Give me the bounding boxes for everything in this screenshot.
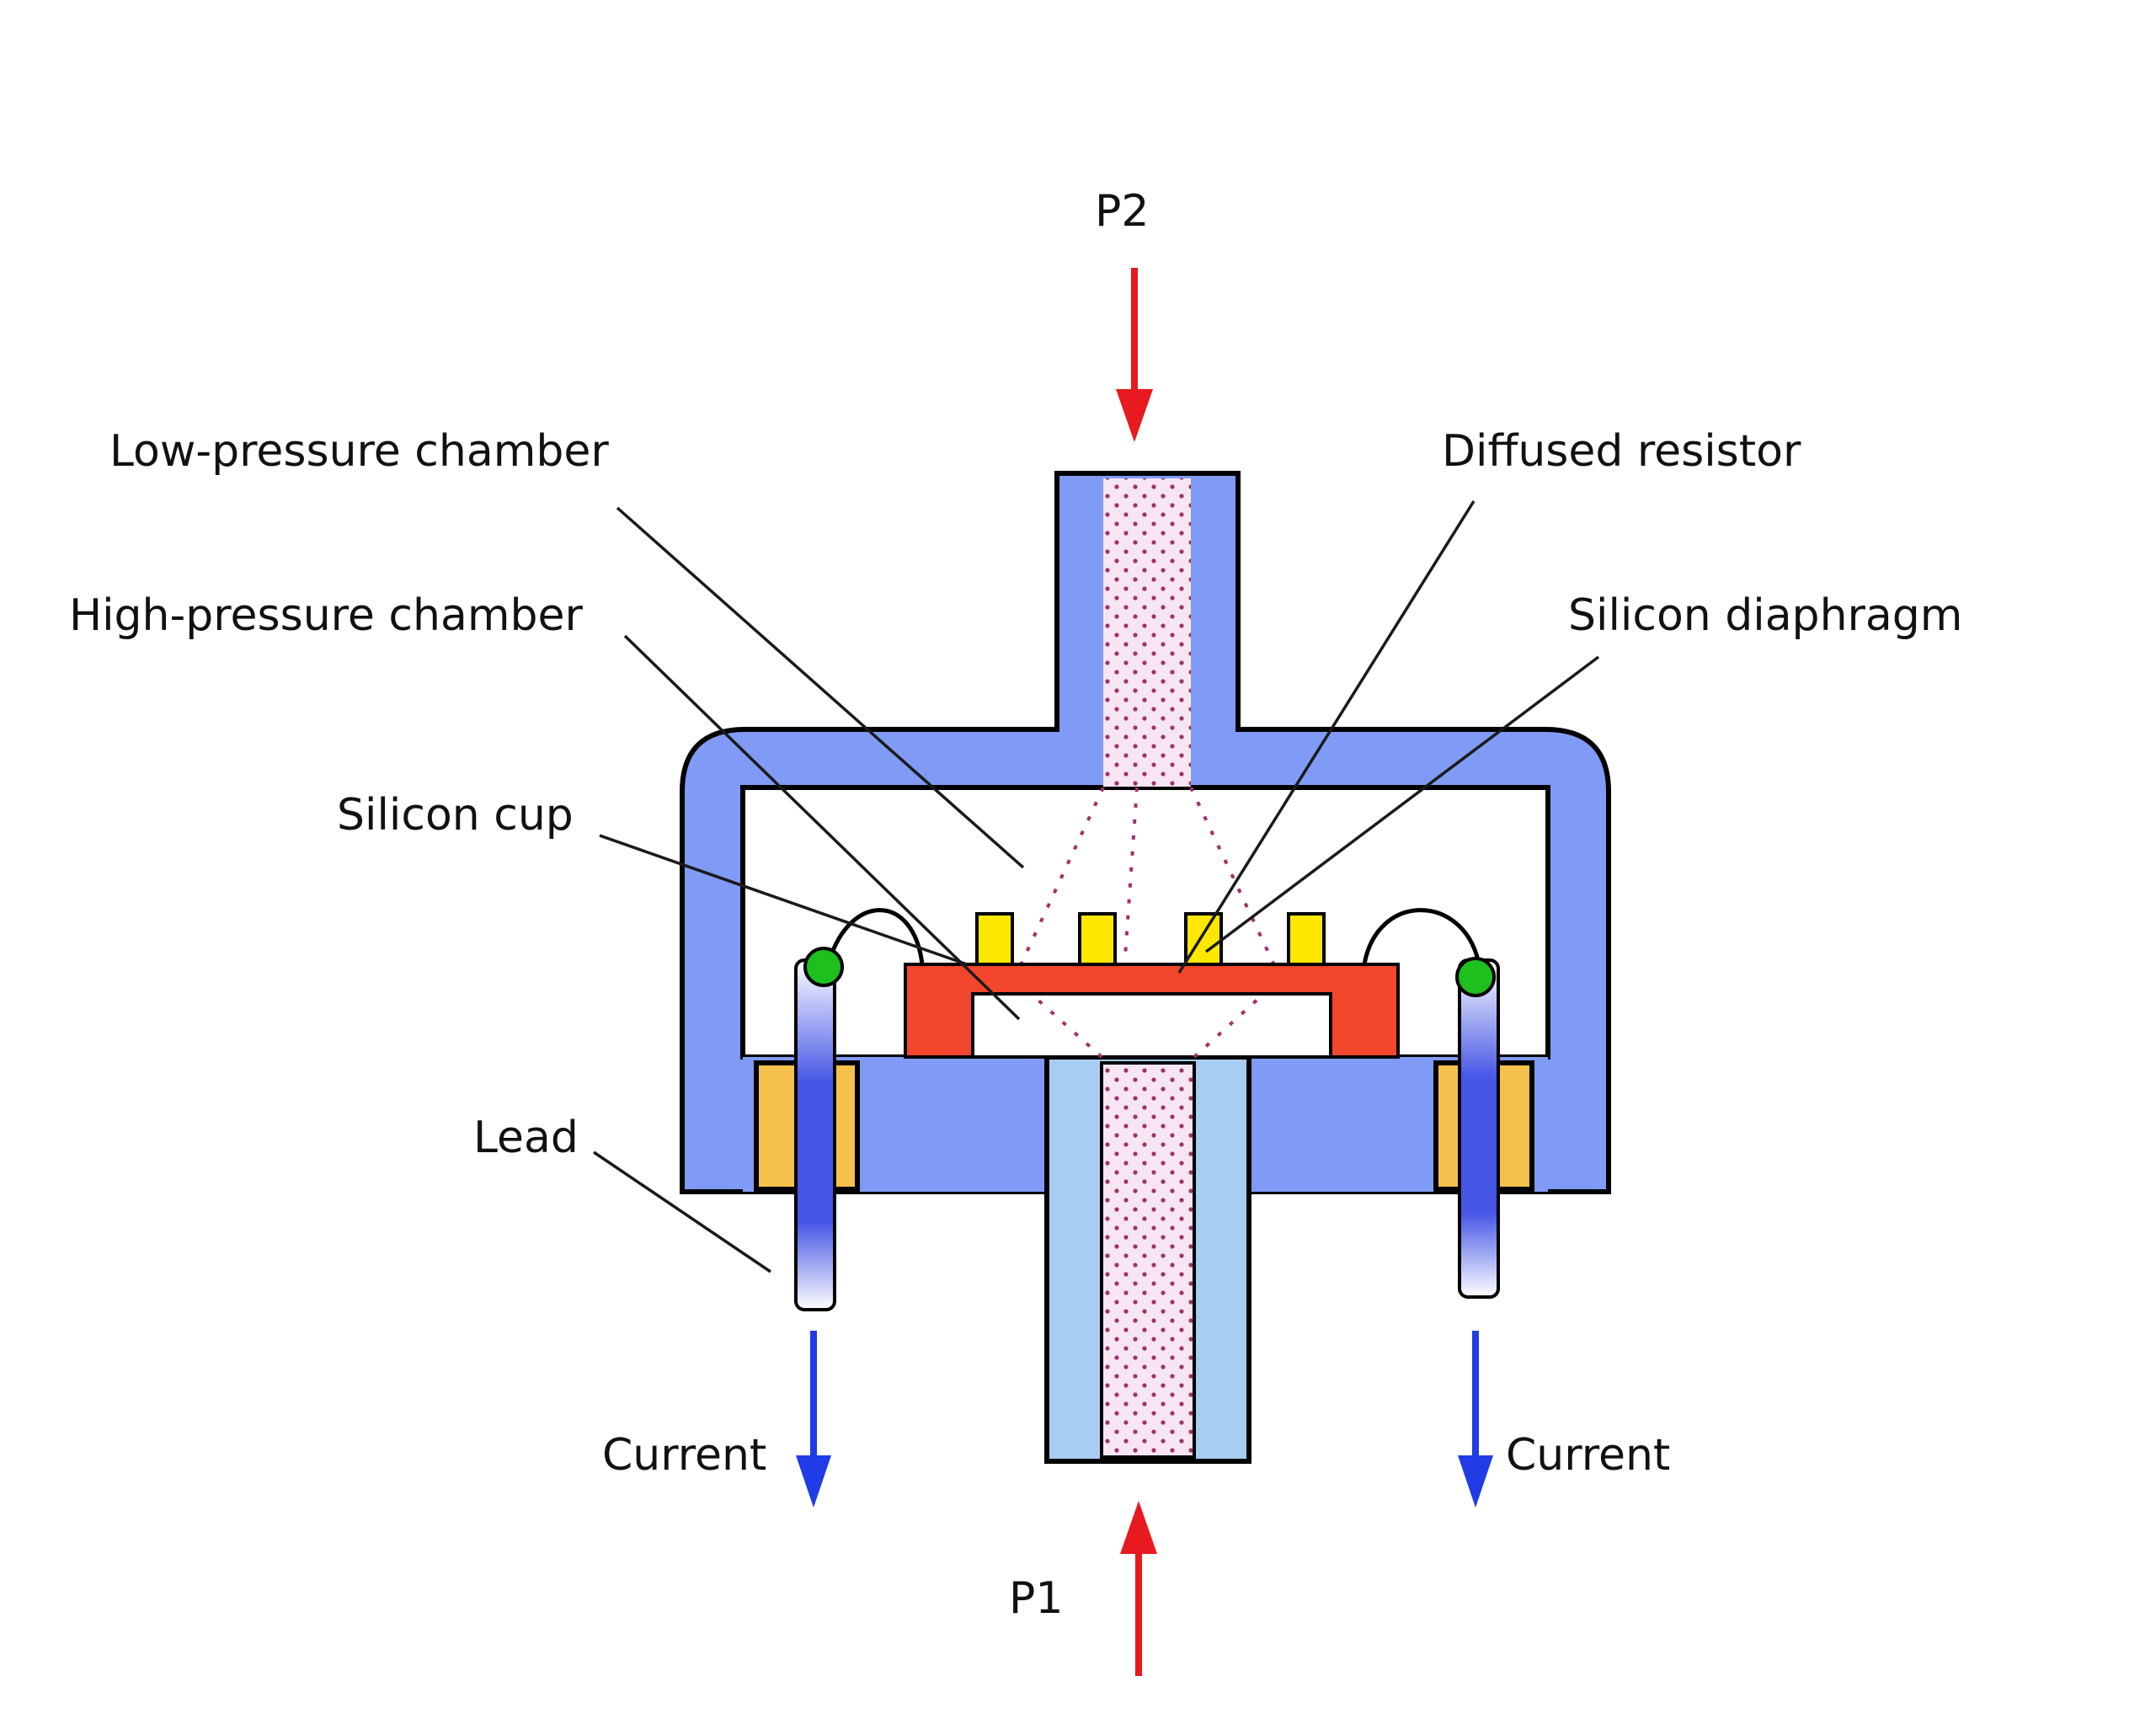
diffused-resistors (975, 912, 1326, 966)
label-current-right: Current (1506, 1430, 1670, 1481)
leader-diffused-resistor (1177, 500, 1476, 974)
leader-high-pressure-chamber (623, 634, 1021, 1021)
diffused-resistor-1 (975, 912, 1014, 966)
diffused-resistor-3 (1184, 912, 1223, 966)
right-bond-wire (1362, 908, 1481, 965)
left-contact (803, 947, 844, 987)
current-arrow-left (796, 1331, 831, 1508)
p1-arrow (1120, 1501, 1157, 1676)
right-contact (1455, 957, 1496, 997)
label-p1: P1 (1009, 1573, 1063, 1624)
label-silicon-diaphragm: Silicon diaphragm (1568, 590, 1962, 641)
low-pressure-flow (1017, 787, 1278, 969)
label-high-pressure-chamber: High-pressure chamber (69, 590, 583, 641)
diffused-resistor-2 (1078, 912, 1117, 966)
current-arrow-right (1458, 1331, 1493, 1508)
leader-lines (593, 500, 1600, 1273)
label-diffused-resistor: Diffused resistor (1442, 426, 1801, 477)
p2-arrow (1116, 268, 1153, 442)
leader-lead (593, 1150, 771, 1273)
upper-tube-channel (1103, 478, 1191, 787)
lower-inlet-tube (1044, 1054, 1251, 1464)
diffused-resistor-4 (1287, 912, 1326, 966)
leader-silicon-cup (599, 834, 968, 966)
leader-silicon-diaphragm (1204, 655, 1600, 953)
label-p2: P2 (1095, 186, 1149, 237)
right-lead (1455, 957, 1500, 1299)
label-current-left: Current (602, 1430, 766, 1481)
bond-wires (827, 908, 1481, 965)
left-bond-wire (827, 908, 925, 965)
left-lead (794, 947, 844, 1311)
high-pressure-cavity (971, 992, 1332, 1059)
label-lead: Lead (473, 1113, 579, 1163)
label-low-pressure-chamber: Low-pressure chamber (109, 426, 609, 477)
leader-low-pressure-chamber (616, 506, 1025, 869)
label-silicon-cup: Silicon cup (337, 790, 574, 841)
